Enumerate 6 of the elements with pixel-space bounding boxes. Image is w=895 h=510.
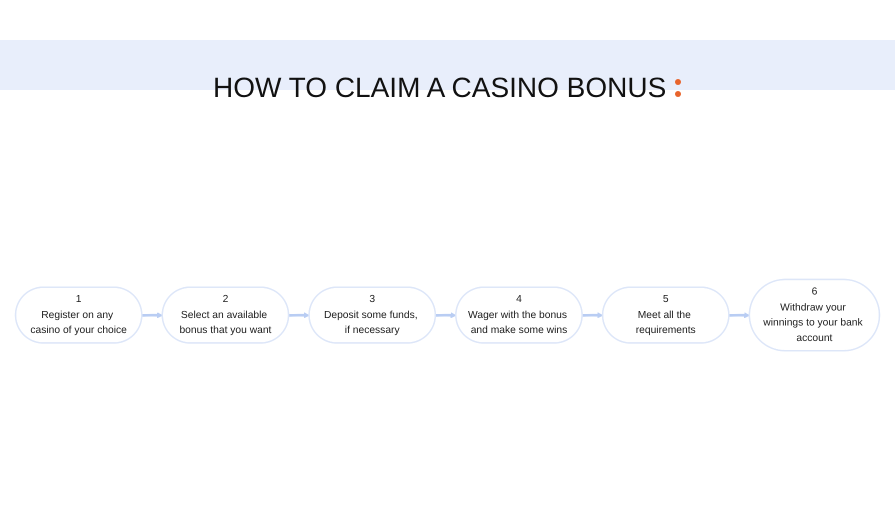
arrow: [288, 312, 310, 318]
arrow: [729, 312, 750, 318]
arrow: [142, 312, 163, 318]
arrow: [582, 312, 604, 318]
title: HOW TO CLAIM A CASINO BONUS: [212, 72, 666, 104]
arrow: [436, 312, 456, 318]
